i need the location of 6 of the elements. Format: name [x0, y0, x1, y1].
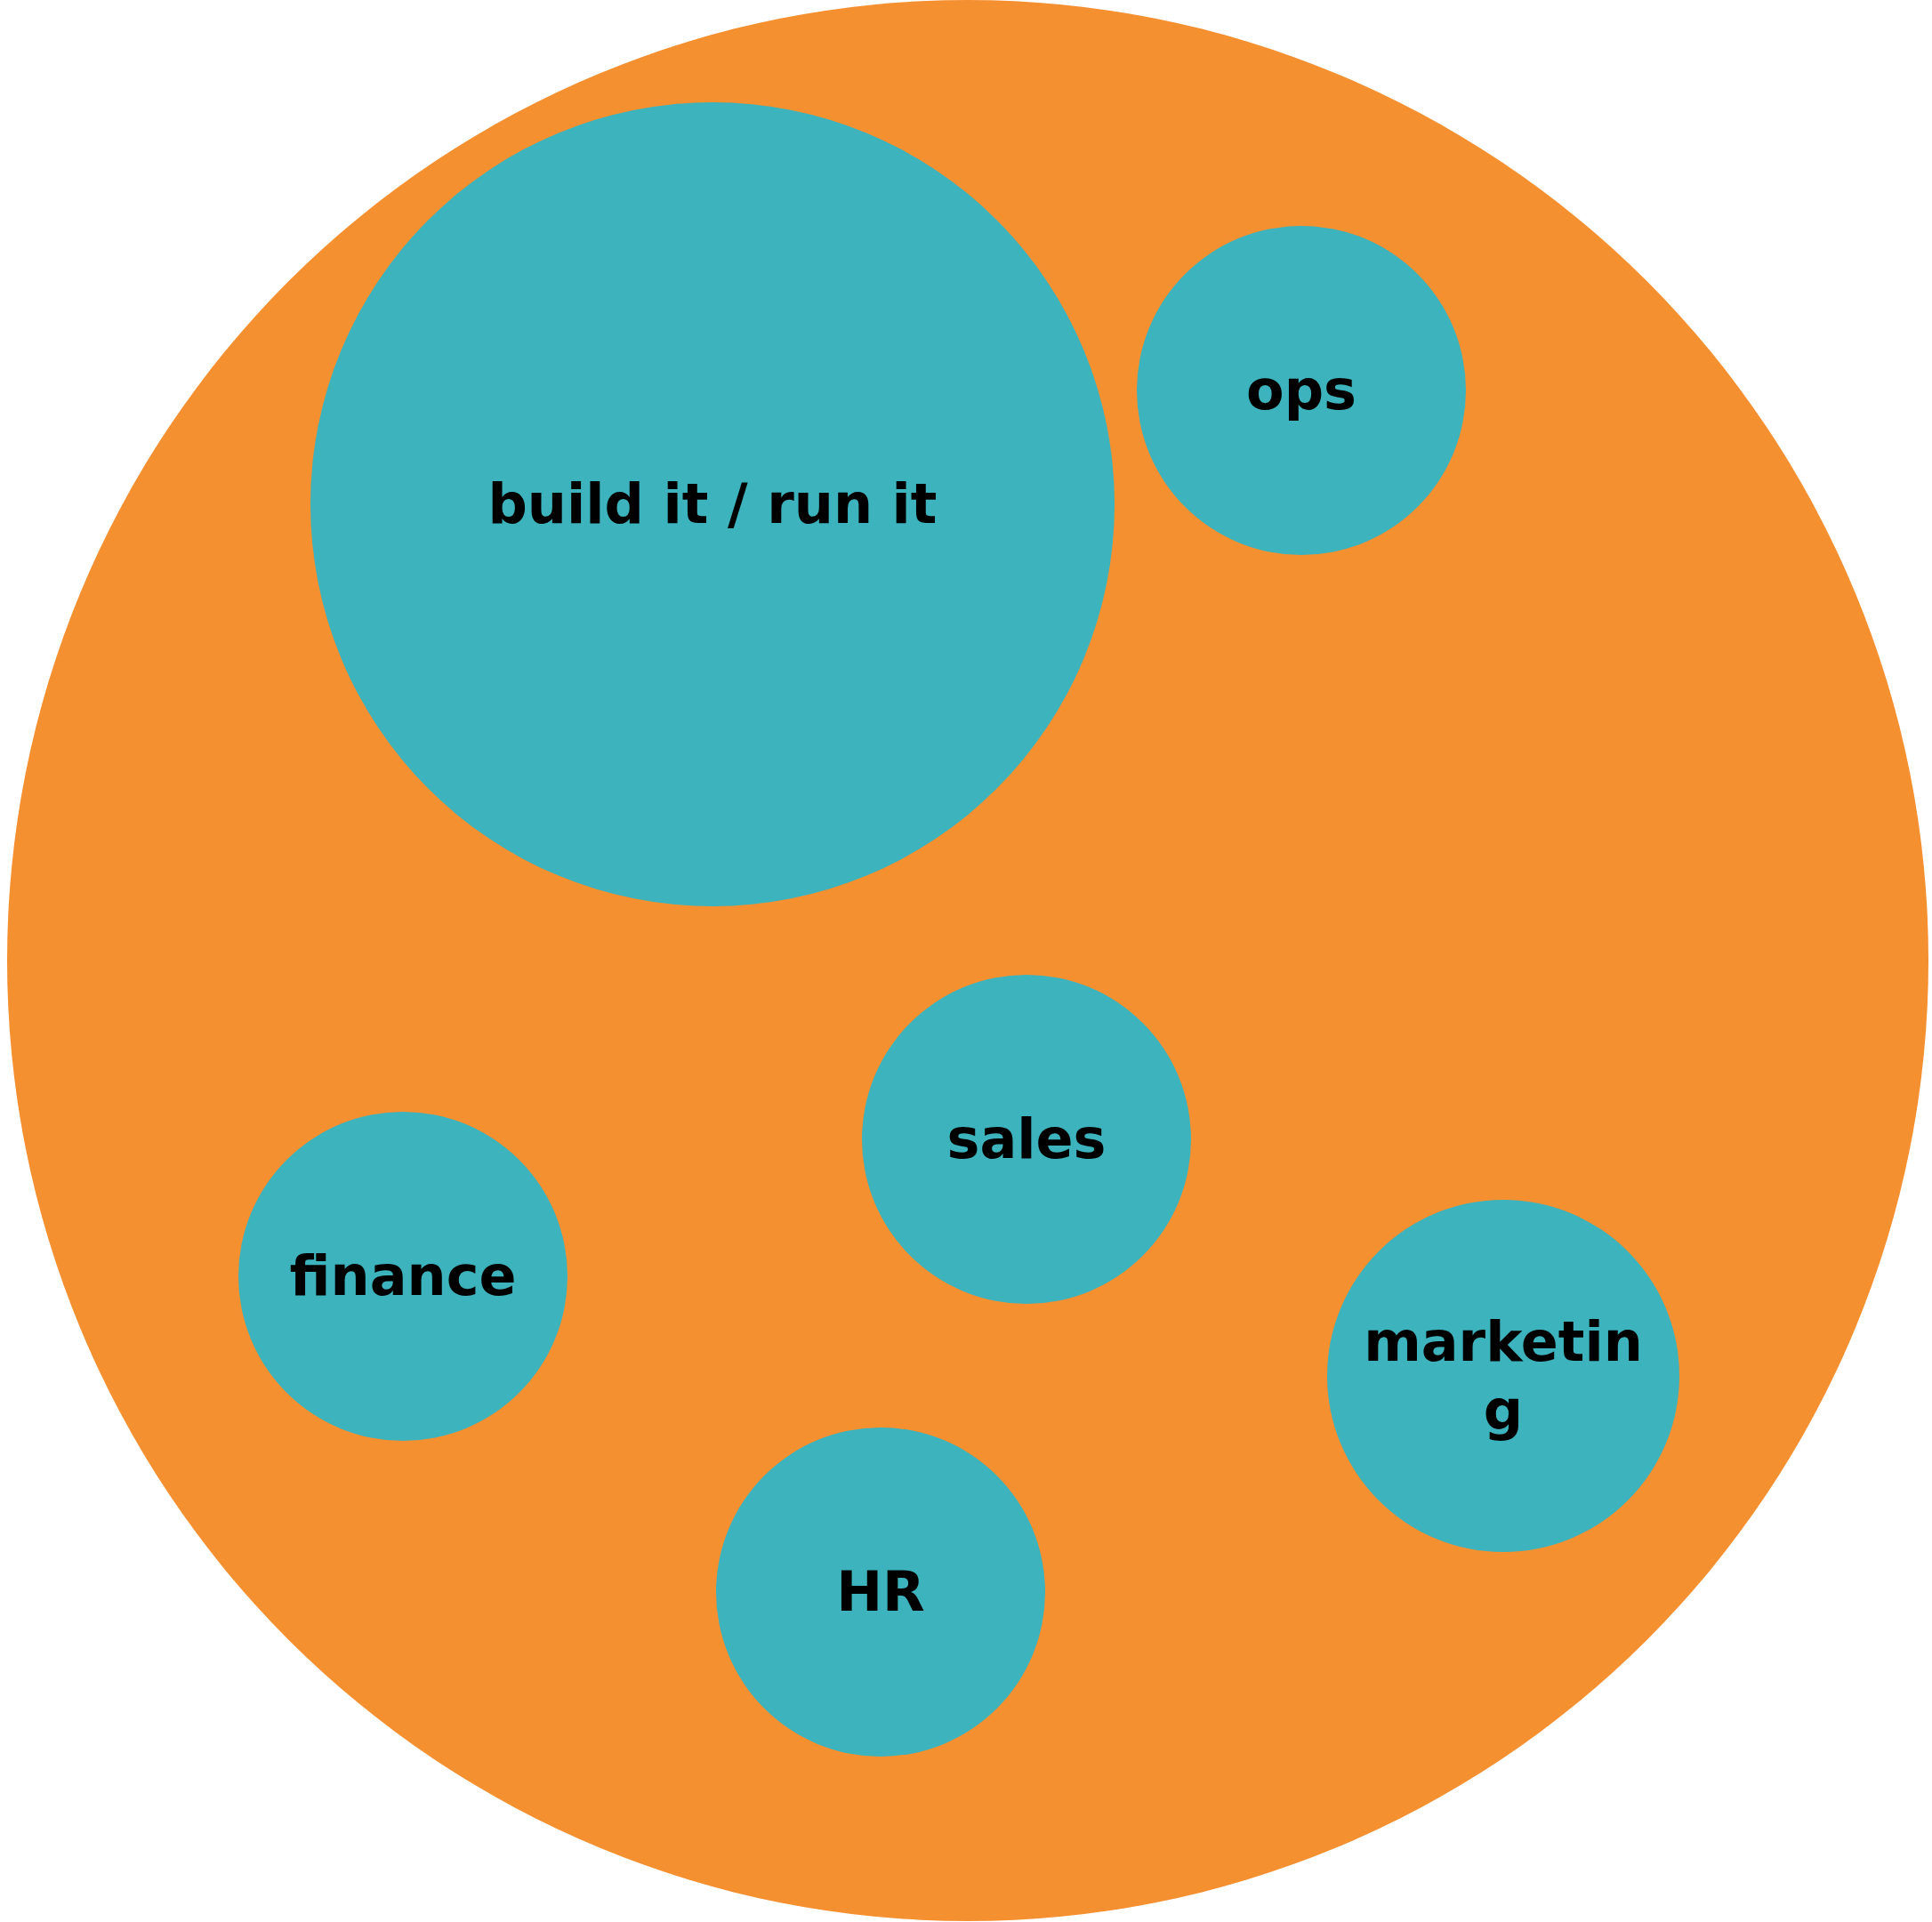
node-label: finance: [289, 1242, 517, 1311]
node-label: HR: [836, 1558, 925, 1627]
node-label: build it / run it: [487, 470, 938, 539]
node-label: marketing: [1363, 1307, 1644, 1444]
node-label: sales: [946, 1106, 1107, 1174]
node-label: ops: [1246, 357, 1356, 425]
